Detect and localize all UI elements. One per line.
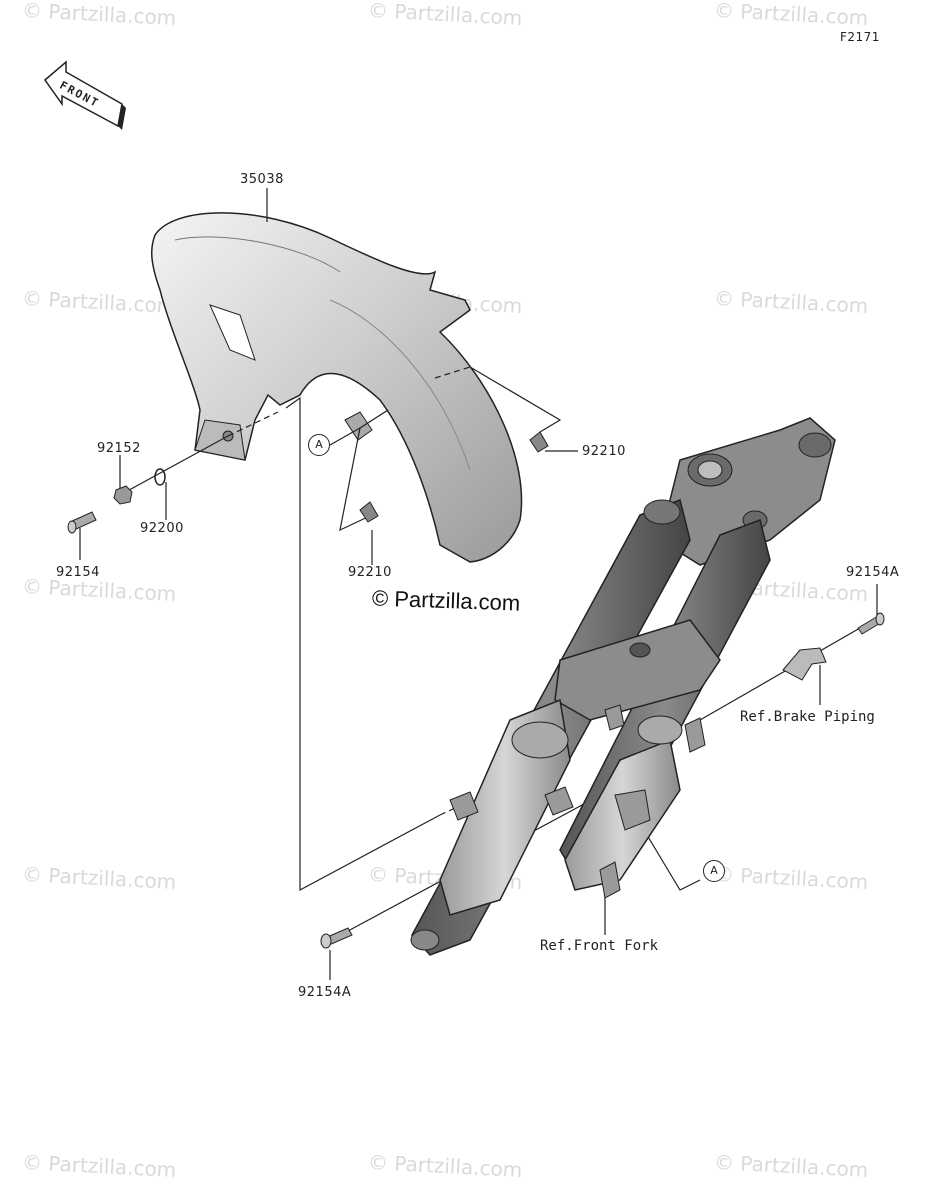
part-label-92152[interactable]: 92152 <box>97 441 141 456</box>
front-fender[interactable] <box>150 212 523 563</box>
ref-front-fork-label[interactable]: Ref.Front Fork <box>540 938 659 954</box>
callout-a-lower: A <box>703 860 725 882</box>
brake-pipe-clamp[interactable] <box>782 647 827 681</box>
part-label-92200[interactable]: 92200 <box>140 521 184 536</box>
part-label-35038[interactable]: 35038 <box>240 172 284 187</box>
clip-92210-upper[interactable] <box>529 431 549 453</box>
callout-a-upper: A <box>308 434 330 456</box>
center-watermark: © Partzilla.com <box>371 585 521 616</box>
bolt-92154a-right[interactable] <box>857 612 885 635</box>
nut-92152[interactable] <box>113 485 133 505</box>
bolt-92154a-bottom[interactable] <box>320 927 353 949</box>
figure-id: F2171 <box>840 30 880 44</box>
front-arrow-icon <box>43 60 126 130</box>
clip-92210-lower[interactable] <box>359 501 379 523</box>
part-label-92154a-right[interactable]: 92154A <box>846 565 900 580</box>
part-label-92154a-bottom[interactable]: 92154A <box>298 985 352 1000</box>
part-label-92154[interactable]: 92154 <box>56 565 100 580</box>
washer-92200[interactable] <box>154 468 166 486</box>
bolt-92154[interactable] <box>67 511 97 534</box>
part-label-92210-lower[interactable]: 92210 <box>348 565 392 580</box>
ref-brake-piping-label[interactable]: Ref.Brake Piping <box>740 709 875 725</box>
front-fork[interactable] <box>410 417 836 956</box>
part-label-92210-upper[interactable]: 92210 <box>582 444 626 459</box>
fender-tab <box>344 411 373 441</box>
